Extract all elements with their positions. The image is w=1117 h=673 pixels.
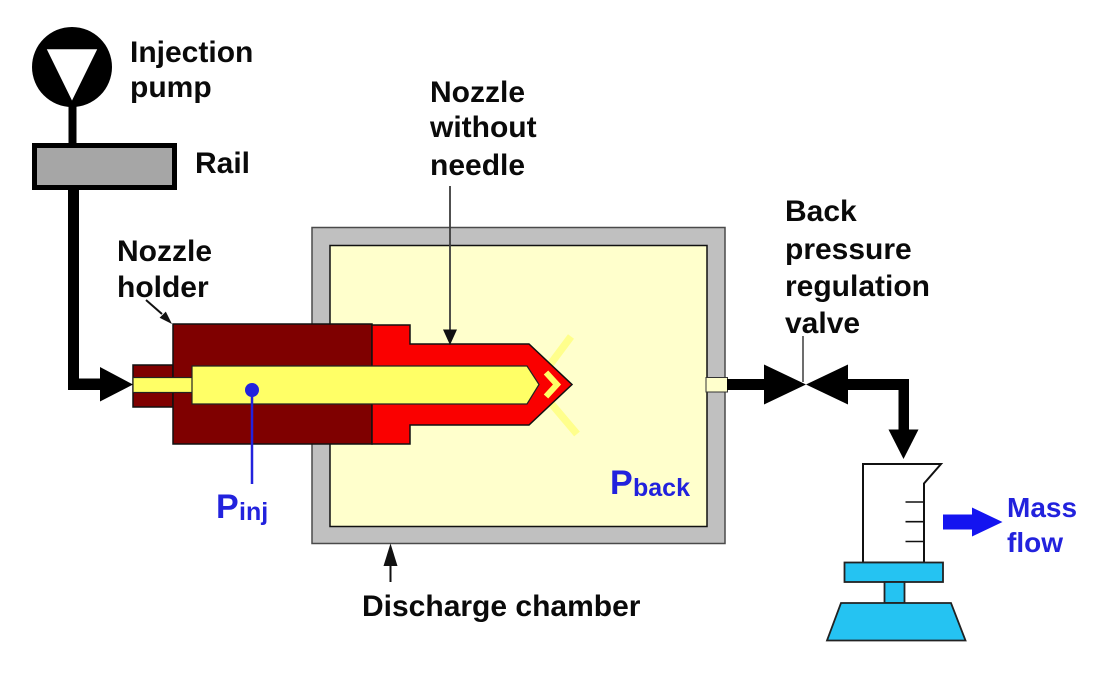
- nozzle-label-line1: Nozzle: [430, 76, 525, 109]
- injection-pump-symbol: [32, 27, 112, 146]
- pump-to-rail-line: [68, 100, 77, 146]
- pinj-dot-icon: [245, 383, 259, 397]
- mass-flow-arrow-icon: [943, 507, 1003, 537]
- nozzle-fuel-channel: [191, 365, 540, 405]
- holder-pointer-line: [145, 299, 163, 315]
- holder-pointer-arrowhead-icon: [159, 311, 172, 324]
- measuring-station: [825, 463, 967, 642]
- nozzle-label-line2: without: [429, 111, 537, 144]
- chamber-pointer-arrowhead-icon: [383, 543, 398, 566]
- nozzle-holder-label-line2: holder: [117, 271, 209, 304]
- rail-label: Rail: [195, 147, 250, 180]
- valve-label-line2: pressure: [785, 233, 912, 266]
- pback-label-subscript: back: [633, 474, 690, 502]
- annotation-pointers: [145, 186, 804, 582]
- mass-flow-label-line2: flow: [1007, 527, 1063, 558]
- pipe-elbow-segment: [848, 379, 909, 431]
- nozzle-assembly: [132, 323, 574, 445]
- discharge-chamber-label: Discharge chamber: [362, 590, 641, 623]
- outlet-piping: [727, 364, 919, 459]
- injection-pump-label-line2: pump: [130, 71, 212, 104]
- chamber-outlet-port: [705, 377, 728, 393]
- rail-block: [32, 143, 177, 190]
- flow-down-arrowhead-icon: [888, 429, 919, 459]
- nozzle-pointer-arrowhead-icon: [443, 329, 457, 345]
- pressure-injection-marker: [245, 383, 259, 484]
- injection-pump-label-line1: Injection: [130, 36, 253, 69]
- pipe-left-segment: [727, 379, 764, 390]
- inlet-fuel-channel: [132, 376, 196, 394]
- scale-base: [825, 602, 967, 642]
- pump-triangle-icon: [41, 45, 103, 109]
- nozzle-holder-label-line1: Nozzle: [117, 235, 212, 268]
- feed-arrowhead-icon: [100, 367, 133, 402]
- valve-label-line4: valve: [785, 307, 860, 340]
- mass-flow-label-line1: Mass: [1007, 492, 1077, 523]
- pback-label-base: P: [610, 464, 633, 502]
- pinj-label-subscript: inj: [239, 498, 268, 526]
- scale-stem: [883, 581, 906, 604]
- nozzle-sac-notch: [543, 370, 562, 399]
- pinj-label-base: P: [216, 488, 239, 526]
- valve-left-triangle-icon: [764, 364, 806, 405]
- valve-label-line1: Back: [785, 195, 857, 228]
- valve-right-triangle-icon: [806, 364, 848, 405]
- rail-to-holder-pipe: [68, 188, 101, 390]
- valve-label-line3: regulation: [785, 270, 930, 303]
- nozzle-label-line3: needle: [430, 149, 525, 182]
- scale-platform: [843, 561, 944, 583]
